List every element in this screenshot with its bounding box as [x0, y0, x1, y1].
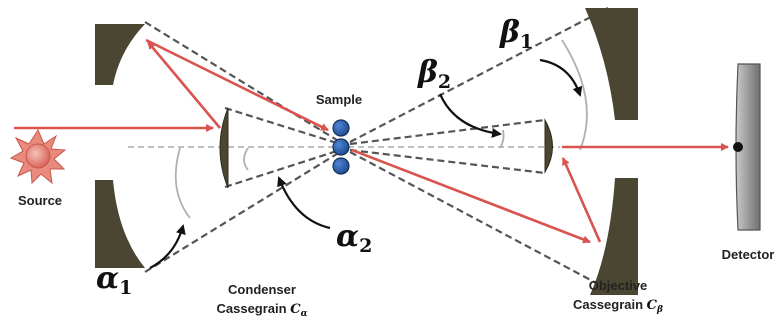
- objective-primary-mirror-top: [585, 8, 638, 120]
- detector-plate-icon: [733, 63, 761, 231]
- condenser-primary-mirror-top: [95, 24, 145, 85]
- condenser-primary-mirror-bottom: [95, 180, 145, 268]
- beta2-label: β2: [417, 55, 451, 93]
- condenser-secondary-mirror: [219, 107, 229, 189]
- objective-label-line1: Objective: [589, 278, 648, 293]
- alpha1-label: α1: [96, 261, 132, 299]
- objective-cone-lines: [349, 7, 609, 286]
- angle-arcs: [174, 39, 588, 219]
- sample-ball: [332, 157, 350, 175]
- beam-paths: [14, 38, 729, 244]
- sample-ball: [332, 119, 350, 137]
- condenser-label-line1: Condenser: [228, 282, 296, 297]
- condenser-label-line2: Cassegrain Cα: [217, 301, 308, 319]
- objective-secondary-mirror: [544, 118, 553, 174]
- objective-primary-mirror-bottom: [590, 178, 638, 295]
- angle-pointers: [149, 58, 583, 269]
- sample-particles: [332, 119, 350, 175]
- detector-label: Detector: [722, 247, 775, 262]
- sun-burst-icon: [9, 128, 67, 185]
- alpha2-label: α2: [336, 219, 372, 257]
- sample-ball: [332, 138, 350, 156]
- beta1-label: β1: [499, 15, 533, 53]
- condenser-cone-lines: [144, 21, 341, 273]
- sample-label: Sample: [316, 92, 362, 107]
- objective-label-line2: Cassegrain Cβ: [573, 297, 663, 315]
- source-label: Source: [18, 193, 62, 208]
